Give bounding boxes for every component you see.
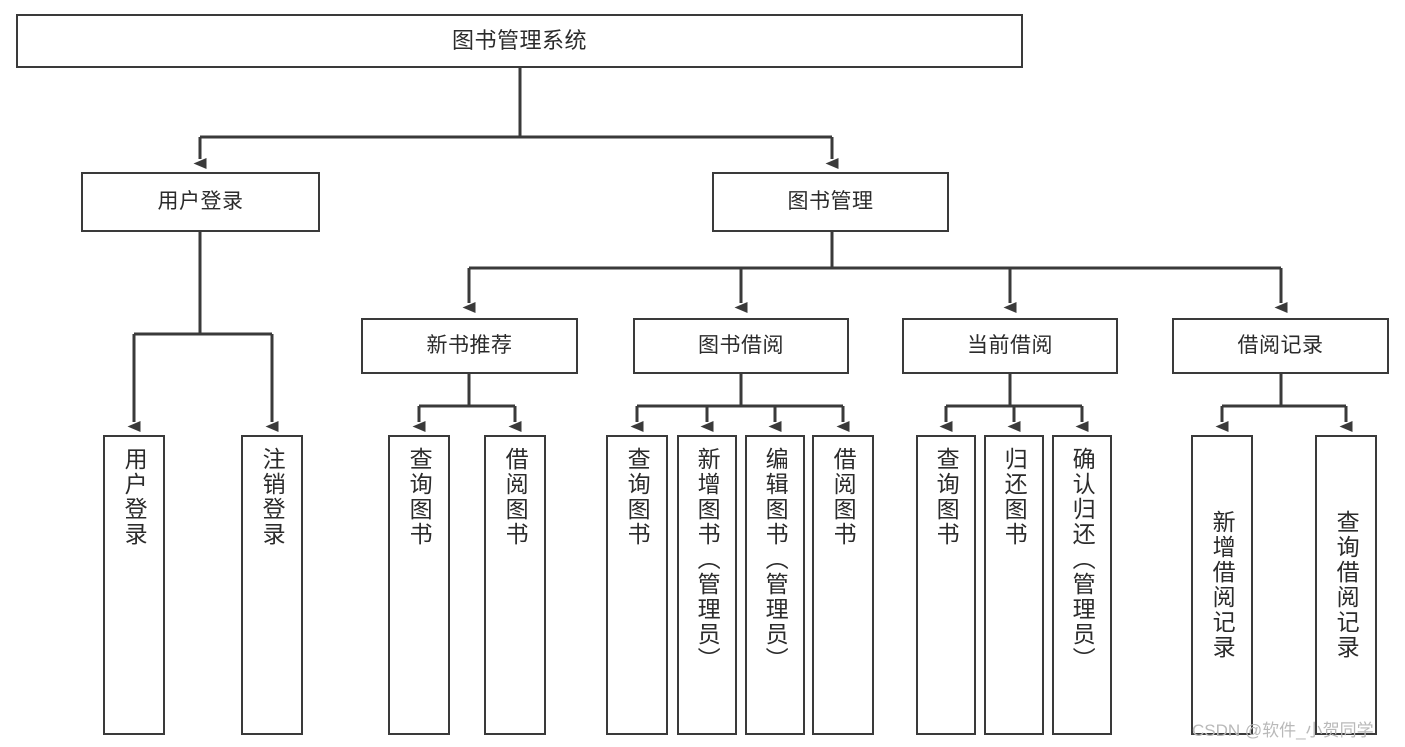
leaf-borrow-borrow-book[interactable]: 借阅图书	[812, 435, 874, 735]
leaf-user-login-login[interactable]: 用户登录	[103, 435, 165, 735]
leaf-borrow-add-book-admin[interactable]: 新增图书（管理员）	[677, 435, 737, 735]
node-book-borrow[interactable]: 图书借阅	[633, 318, 849, 374]
csdn-watermark: CSDN @软件_小贺同学	[1192, 721, 1374, 740]
node-label: 借阅图书	[502, 447, 529, 547]
node-label: 图书借阅	[698, 333, 784, 357]
node-label: 新增图书（管理员）	[694, 447, 721, 672]
leaf-current-return-book[interactable]: 归还图书	[984, 435, 1044, 735]
node-user-login[interactable]: 用户登录	[81, 172, 320, 232]
leaf-current-query-book[interactable]: 查询图书	[916, 435, 976, 735]
node-borrow-records[interactable]: 借阅记录	[1172, 318, 1389, 374]
leaf-recommend-borrow-book[interactable]: 借阅图书	[484, 435, 546, 735]
node-label: 新增借阅记录	[1209, 510, 1236, 660]
node-label: 图书管理系统	[451, 28, 587, 54]
node-label: 借阅图书	[830, 447, 857, 547]
node-label: 借阅记录	[1237, 333, 1324, 357]
node-label: 查询图书	[406, 447, 433, 547]
node-label: 用户登录	[121, 447, 148, 547]
leaf-borrow-query-book[interactable]: 查询图书	[606, 435, 668, 735]
node-label: 用户登录	[157, 189, 244, 213]
leaf-current-confirm-return-admin[interactable]: 确认归还（管理员）	[1052, 435, 1112, 735]
leaf-borrow-edit-book-admin[interactable]: 编辑图书（管理员）	[745, 435, 805, 735]
node-root-book-management-system[interactable]: 图书管理系统	[16, 14, 1023, 68]
leaf-records-query-record[interactable]: 查询借阅记录	[1315, 435, 1377, 735]
node-label: 图书管理	[787, 189, 874, 213]
leaf-recommend-query-book[interactable]: 查询图书	[388, 435, 450, 735]
node-label: 查询借阅记录	[1333, 510, 1360, 660]
node-book-management[interactable]: 图书管理	[712, 172, 949, 232]
node-label: 新书推荐	[426, 333, 513, 357]
node-label: 编辑图书（管理员）	[762, 447, 789, 672]
node-current-borrow[interactable]: 当前借阅	[902, 318, 1118, 374]
node-label: 归还图书	[1001, 447, 1028, 547]
node-label: 查询图书	[624, 447, 651, 547]
node-label: 查询图书	[933, 447, 960, 547]
leaf-records-add-record[interactable]: 新增借阅记录	[1191, 435, 1253, 735]
node-label: 注销登录	[259, 447, 286, 547]
leaf-user-login-logout[interactable]: 注销登录	[241, 435, 303, 735]
node-label: 当前借阅	[967, 333, 1053, 357]
node-new-book-recommend[interactable]: 新书推荐	[361, 318, 578, 374]
node-label: 确认归还（管理员）	[1069, 447, 1096, 672]
